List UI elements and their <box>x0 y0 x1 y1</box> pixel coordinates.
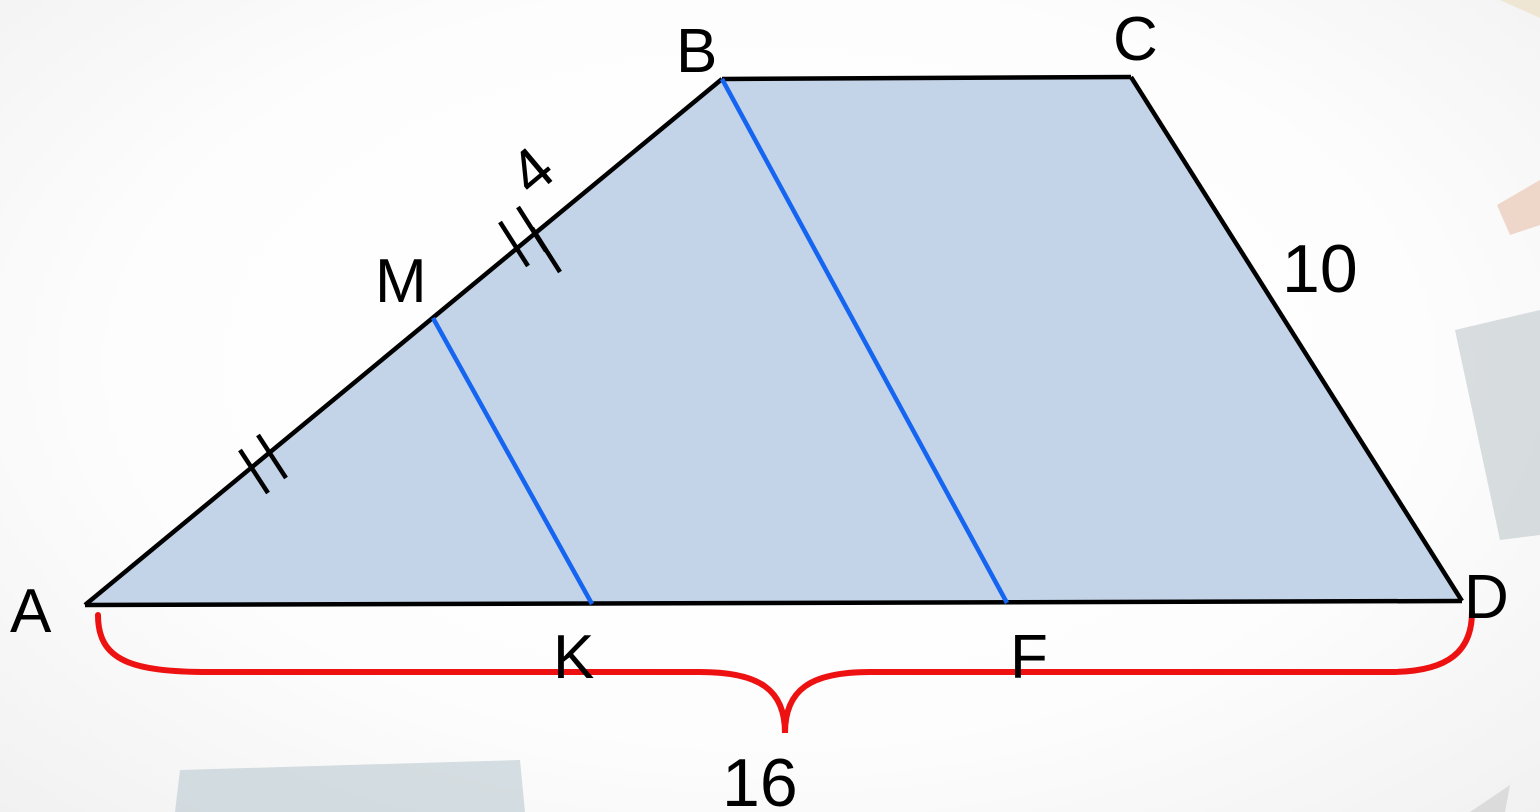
background-ruler-shape-bottom <box>175 760 525 812</box>
side-ab <box>83 77 724 607</box>
label-point-b: B <box>676 17 717 86</box>
side-cd <box>1129 75 1464 603</box>
trapezoid-fill <box>85 77 1462 605</box>
background-decor <box>175 0 1540 812</box>
label-length-bm: 4 <box>497 134 568 209</box>
tick-marks-am <box>238 433 288 495</box>
brace-ad <box>95 609 1475 734</box>
label-point-a: A <box>10 577 52 646</box>
background-corner-shape <box>1500 0 1540 18</box>
background-pencil-shape <box>1497 180 1540 235</box>
segment-mk <box>431 316 594 606</box>
label-point-f: F <box>1010 623 1048 692</box>
label-point-d: D <box>1464 563 1509 632</box>
label-point-m: M <box>375 247 427 316</box>
label-length-ad: 16 <box>722 745 798 812</box>
label-point-c: C <box>1113 5 1158 74</box>
background-ruler-shape <box>1455 310 1540 540</box>
segment-bf <box>720 77 1009 605</box>
side-bc <box>721 74 1132 82</box>
label-length-cd: 10 <box>1282 231 1358 307</box>
background-pencil-tip <box>1470 785 1510 812</box>
tick-marks-mb <box>498 205 562 274</box>
side-ad <box>84 598 1463 608</box>
label-point-k: K <box>553 623 594 692</box>
